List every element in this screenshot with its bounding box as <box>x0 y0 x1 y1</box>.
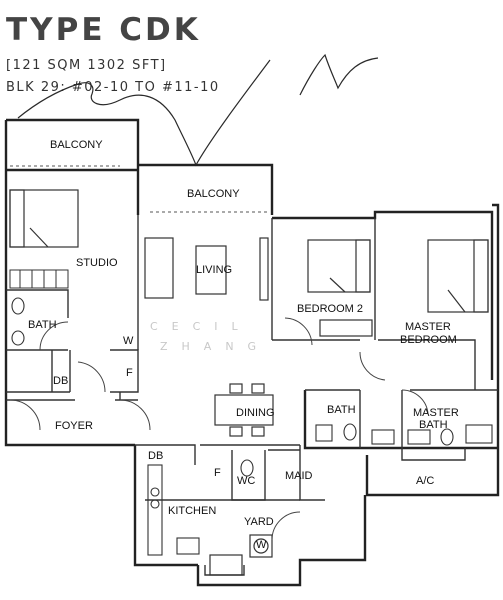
label-studio: STUDIO <box>76 257 118 269</box>
plan-title: TYPE CDK <box>6 12 201 48</box>
watermark-line2: ZHANG <box>160 340 270 353</box>
studio-wardrobe <box>9 269 69 289</box>
label-bath-studio: BATH <box>28 319 57 331</box>
label-yard: YARD <box>244 516 274 528</box>
label-w-yard: W <box>256 539 267 551</box>
label-ac: A/C <box>416 475 434 487</box>
label-kitchen: KITCHEN <box>168 505 216 517</box>
door-swings <box>9 317 429 541</box>
dining-table <box>214 383 274 437</box>
master-bed <box>427 239 489 313</box>
yard-washer <box>209 534 273 576</box>
label-db-studio: DB <box>53 375 68 387</box>
label-living: LIVING <box>196 264 232 276</box>
living-furniture <box>144 237 269 301</box>
label-master-bath-line1: MASTER <box>413 407 459 419</box>
bedroom2-bed <box>307 239 373 337</box>
label-maid: MAID <box>285 470 313 482</box>
label-dining: DINING <box>236 407 275 419</box>
kitchen-counter <box>147 464 200 556</box>
studio-bed <box>9 189 79 248</box>
label-master-bedroom-line2: BEDROOM <box>400 334 457 346</box>
watermark-line1: CECIL <box>150 320 252 333</box>
label-f-studio: F <box>126 367 133 379</box>
label-balcony-left: BALCONY <box>50 139 103 151</box>
pen-scribble <box>17 53 379 167</box>
plan-area: [121 SQM 1302 SFT] <box>6 58 167 73</box>
label-bedroom2: BEDROOM 2 <box>297 303 363 315</box>
label-foyer: FOYER <box>55 420 93 432</box>
bath-fixtures <box>11 297 493 477</box>
label-w-studio: W <box>123 335 134 347</box>
label-master-bath-line2: BATH <box>419 419 448 431</box>
label-f-kitchen: F <box>214 467 221 479</box>
label-balcony-center: BALCONY <box>187 188 240 200</box>
walls <box>4 118 500 587</box>
label-db-kitchen: DB <box>148 450 163 462</box>
railings <box>10 165 270 213</box>
label-bath-common: BATH <box>327 404 356 416</box>
label-master-bedroom-line1: MASTER <box>405 321 451 333</box>
label-wc: WC <box>237 475 255 487</box>
